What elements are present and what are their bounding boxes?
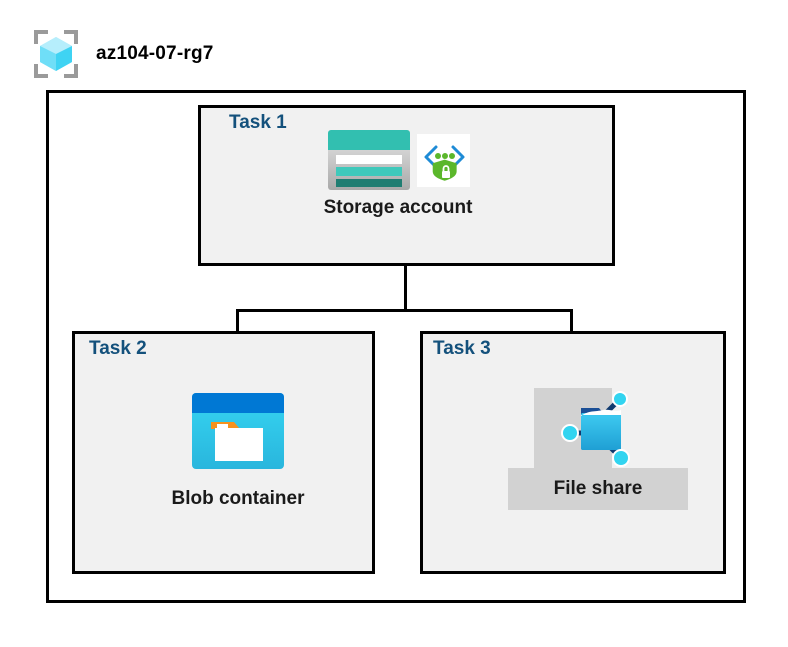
storage-account-label: Storage account	[323, 197, 473, 218]
connector-storage-to-bar	[404, 232, 407, 312]
task-label-3: Task 3	[433, 338, 491, 359]
connector-horizontal-bar	[236, 309, 573, 312]
task-label-1: Task 1	[229, 112, 287, 133]
node-file-share: File share	[508, 388, 688, 500]
fileshare-label-highlight	[508, 468, 688, 510]
resource-group-boundary	[46, 90, 746, 603]
node-blob-container: Blob container	[148, 392, 328, 510]
storage-account-icon	[327, 129, 411, 191]
blob-container-label: Blob container	[171, 488, 305, 509]
secure-connection-shield-icon	[416, 133, 470, 187]
file-share-label: File share	[553, 478, 643, 499]
page-title: az104-07-rg7	[96, 43, 214, 64]
storage-account-icon-row	[327, 126, 470, 194]
task-label-2: Task 2	[89, 338, 147, 359]
resource-group-icon	[30, 28, 82, 80]
blob-container-icon	[191, 392, 285, 470]
resource-group-header: az104-07-rg7	[30, 28, 214, 80]
file-share-icon	[559, 388, 637, 468]
node-storage-account: Storage account	[298, 126, 498, 219]
